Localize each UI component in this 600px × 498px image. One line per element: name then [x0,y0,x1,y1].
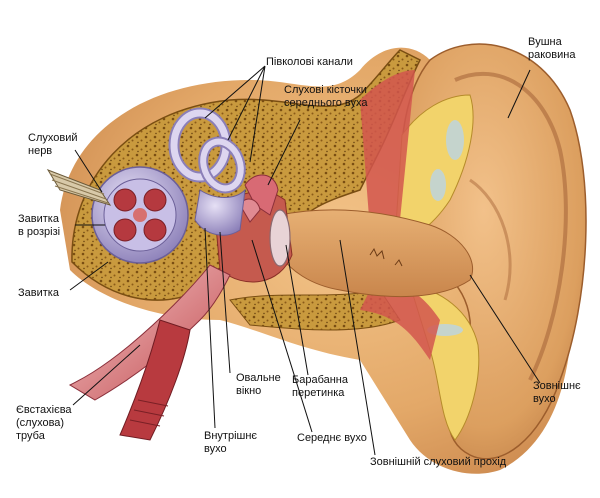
leader-external-canal [339,239,376,456]
external-auditory-canal [279,209,474,298]
label-cochlea: Завитка [18,287,59,299]
label-outer-ear: Зовнішнє вухо [533,380,581,405]
label-inner-ear: Внутрішнє вухо [204,430,258,455]
leader-oval-window [219,231,231,374]
leader-outer-ear [469,274,541,384]
eardrum [269,209,291,267]
label-auricle: Вушна раковина [528,36,576,61]
label-semicircular-canals: Півколові канали [266,56,353,68]
label-external-canal: Зовнішній слуховий прохід [370,456,507,468]
leader-lines [69,65,541,456]
label-oval-window: Овальне вікно [236,372,281,397]
vessel-bands [360,70,440,360]
label-ossicles: Слухові кісточки середнього вуха [284,84,368,109]
leader-eustachian-tube [72,344,141,406]
leader-cochlea [69,261,109,291]
label-eardrum: Барабанна перетинка [292,374,349,399]
auditory-nerve [46,169,112,206]
leader-middle-ear [251,239,313,433]
leader-auditory-nerve [74,149,103,193]
cochlea [91,166,189,264]
leader-eardrum [285,244,309,376]
label-cochlea-section: Завитка в розрізі [18,213,61,238]
leader-ossicles [267,119,301,186]
semicircular-canals [168,107,246,236]
label-middle-ear: Середнє вухо [297,432,367,444]
label-auditory-nerve: Слуховий нерв [28,132,78,157]
leader-auricle [507,69,531,119]
leader-inner-ear [204,227,216,429]
leader-semicircular-canals [204,65,266,163]
label-eustachian-tube: Євстахієва (слухова) труба [16,404,72,442]
